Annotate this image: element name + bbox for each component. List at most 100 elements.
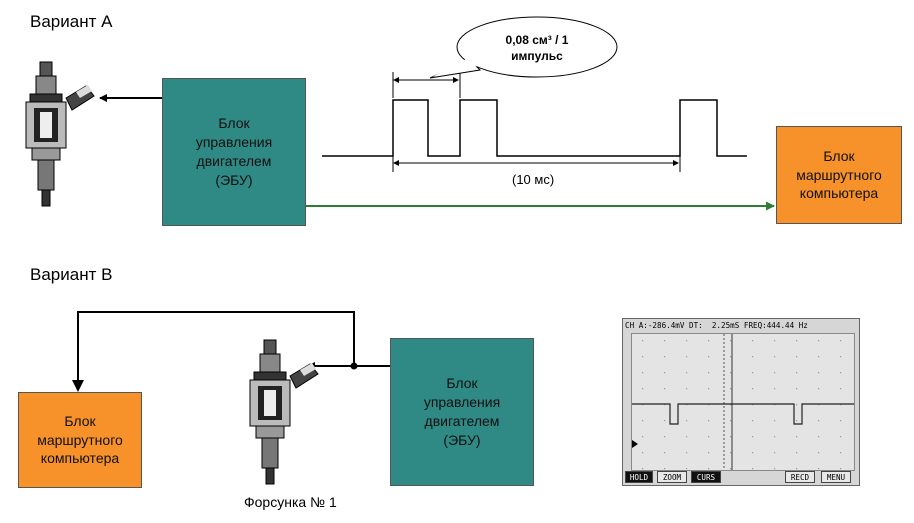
zoom-button[interactable]: ZOOM [657,471,687,483]
scope-grid-dot [642,388,644,390]
scope-grid-dot [840,372,842,374]
scope-grid-dot [774,372,776,374]
scope-grid-dot [730,340,732,342]
scope-grid-dot [796,372,798,374]
trip-b-line-3: компьютера [40,450,120,467]
scope-grid-dot [796,404,798,406]
scope-grid-dot [686,436,688,438]
scope-grid-dot [840,356,842,358]
scope-grid-dot [708,388,710,390]
scope-grid-dot [686,452,688,454]
ecu-b-line-4: (ЭБУ) [443,431,481,448]
scope-grid-dot [818,404,820,406]
scope-grid-dot [774,340,776,342]
trip-a-line-2: маршрутного [796,166,882,183]
trip-computer-block-a: Блок маршрутного компьютера [776,126,902,224]
scope-grid-dot [686,404,688,406]
scope-grid-dot [796,420,798,422]
scope-grid-dot [708,436,710,438]
scope-grid-dot [840,404,842,406]
scope-grid-dot [708,420,710,422]
scope-grid-dot [730,404,732,406]
callout-line-2: импульс [511,49,563,64]
scope-grid-dot [686,468,688,470]
scope-grid-dot [818,436,820,438]
scope-grid-dot [686,420,688,422]
scope-grid-dot [686,340,688,342]
scope-grid-dot [686,388,688,390]
scope-grid-dot [664,372,666,374]
injector-b-icon [249,339,319,485]
scope-grid-dot [664,420,666,422]
scope-grid-dot [752,340,754,342]
wire-junction [350,362,358,370]
injection-pulse-waveform [322,99,747,157]
scope-grid-dot [730,388,732,390]
scope-grid-dot [642,372,644,374]
scope-grid-dot [664,452,666,454]
scope-grid-dot [818,468,820,470]
scope-grid-dot [752,388,754,390]
scope-grid-dot [642,420,644,422]
scope-grid-dot [686,356,688,358]
scope-grid-dot [796,340,798,342]
scope-grid-dot [796,356,798,358]
scope-grid-dot [818,372,820,374]
ecu-a-line-1: Блок [218,115,250,132]
ecu-block-a: Блок управления двигателем (ЭБУ) [162,78,306,226]
scope-grid-dot [796,436,798,438]
scope-status-readout: CH A:-286.4mV DT: 2.25mS FREQ:444.44 Hz [625,321,808,330]
scope-grid-dot [664,468,666,470]
scope-grid-dot [840,388,842,390]
scope-grid-dot [664,404,666,406]
scope-grid-dot [730,468,732,470]
ecu-b-line-3: двигателем [424,413,500,429]
scope-grid-dot [642,340,644,342]
hold-button[interactable]: HOLD [625,471,653,483]
callout-line-1: 0,08 см³ / 1 [505,33,569,47]
scope-grid-dot [774,356,776,358]
scope-grid-dot [752,452,754,454]
scope-grid-dot [708,340,710,342]
scope-grid-dot [664,436,666,438]
scope-grid-dot [818,356,820,358]
scope-grid-dot [774,420,776,422]
scope-buttons: HOLD ZOOM CURS RECD MENU [625,471,859,484]
scope-grid-dot [840,420,842,422]
scope-grid-dot [708,356,710,358]
menu-button[interactable]: MENU [821,471,851,483]
scope-grid-dot [796,388,798,390]
scope-grid-dot [730,436,732,438]
scope-grid-dot [818,420,820,422]
scope-grid-dot [774,452,776,454]
scope-grid-dot [818,388,820,390]
variant-a-title: Вариант А [30,12,113,31]
scope-grid-dot [774,436,776,438]
scope-grid-dot [818,452,820,454]
period-label: (10 мс) [512,172,555,187]
callout-text: 0,08 см³ / 1 импульс [478,32,596,64]
ecu-b-line-1: Блок [446,375,478,392]
scope-grid-dot [708,404,710,406]
trip-b-line-2: маршрутного [37,431,123,448]
scope-grid-dot [708,452,710,454]
scope-grid-dot [818,340,820,342]
scope-grid-dot [730,452,732,454]
scope-screen [631,333,855,471]
scope-grid-dot [730,372,732,374]
scope-grid-dot [664,340,666,342]
ecu-b-line-2: управления [423,394,501,411]
scope-grid-dot [796,468,798,470]
scope-grid-dot [752,468,754,470]
scope-grid-dot [796,452,798,454]
ecu-a-line-3: двигателем [196,153,272,169]
scope-grid-dot [840,340,842,342]
trip-computer-block-b: Блок маршрутного компьютера [18,392,142,488]
recd-button[interactable]: RECD [785,471,815,483]
scope-grid-dot [774,468,776,470]
scope-grid-dot [840,452,842,454]
curs-button[interactable]: CURS [691,471,721,483]
trip-a-line-1: Блок [823,147,855,164]
trip-b-line-1: Блок [64,412,96,429]
